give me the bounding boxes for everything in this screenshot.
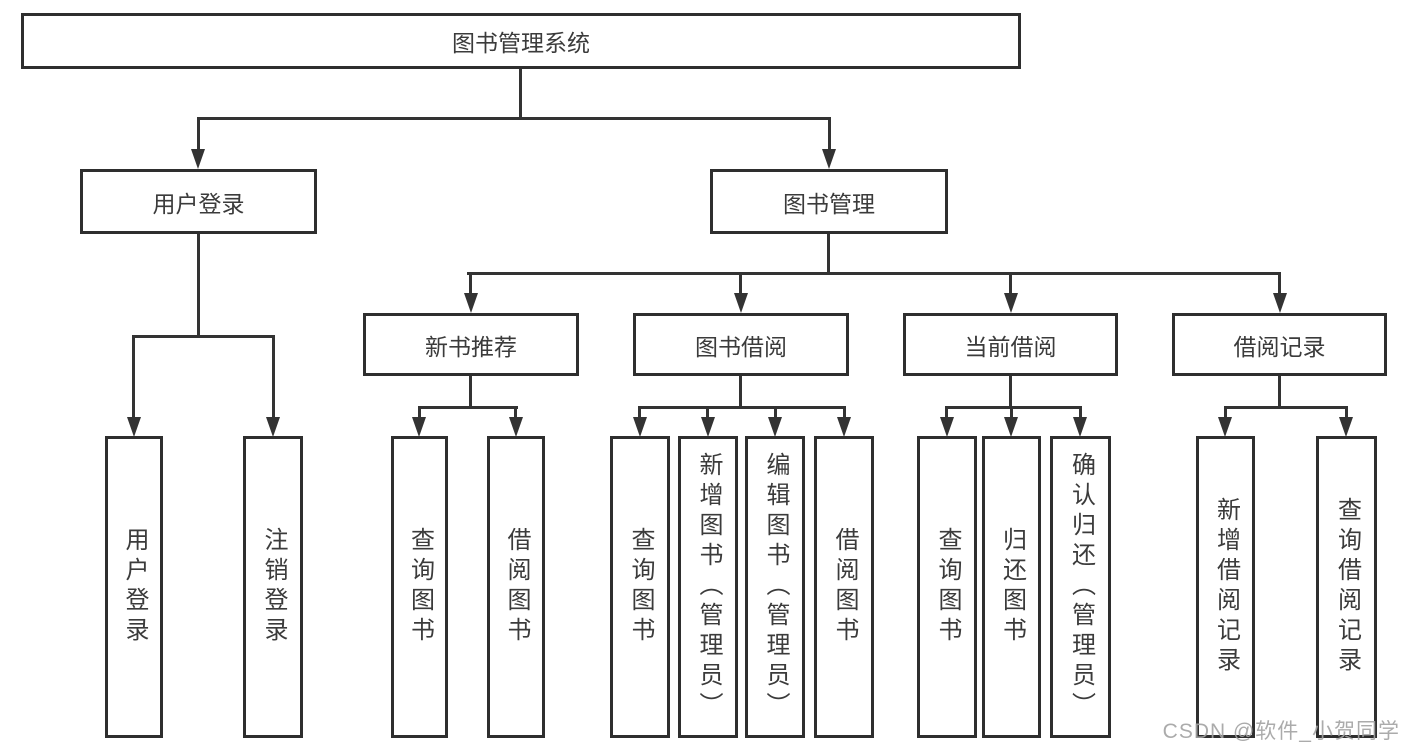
arrowhead-icon [266, 417, 280, 437]
arrowhead-icon [127, 417, 141, 437]
connector-line [469, 272, 472, 298]
node-user-login: 用户登录 [80, 169, 317, 234]
arrowhead-icon [509, 417, 523, 437]
connector-line [774, 406, 777, 420]
leaf-borrow-borrow: 借阅图书 [814, 436, 874, 738]
leaf-borrow-add: 新增图书（管理员） [678, 436, 738, 738]
connector-line [706, 406, 709, 420]
arrowhead-icon [701, 417, 715, 437]
node-borrow-record: 借阅记录 [1172, 313, 1387, 376]
connector-line [1345, 406, 1348, 420]
leaf-borrow-edit: 编辑图书（管理员） [745, 436, 805, 738]
connector-line [519, 69, 522, 119]
connector-line [945, 406, 948, 420]
leaf-logout: 注销登录 [243, 436, 303, 738]
connector-line [132, 335, 135, 421]
connector-line [132, 335, 275, 338]
arrowhead-icon [822, 149, 836, 169]
leaf-record-add-label: 新增借阅记录 [1212, 497, 1240, 677]
node-book-mgmt: 图书管理 [710, 169, 948, 234]
connector-line [739, 272, 742, 298]
arrowhead-icon [1218, 417, 1232, 437]
connector-line [1278, 376, 1281, 409]
leaf-record-query-label: 查询借阅记录 [1333, 497, 1361, 677]
leaf-user-login: 用户登录 [105, 436, 163, 738]
arrowhead-icon [1073, 417, 1087, 437]
leaf-logout-label: 注销登录 [260, 527, 287, 647]
leaf-current-confirm-label: 确认归还（管理员） [1067, 452, 1095, 722]
node-root-label: 图书管理系统 [452, 30, 590, 56]
node-current-borrow-label: 当前借阅 [964, 333, 1057, 360]
leaf-newbook-borrow-label: 借阅图书 [503, 527, 530, 647]
connector-line [1224, 406, 1227, 420]
leaf-newbook-query-label: 查询图书 [406, 527, 434, 647]
node-root: 图书管理系统 [21, 13, 1021, 69]
arrowhead-icon [734, 293, 748, 313]
leaf-borrow-add-label: 新增图书（管理员） [695, 452, 722, 722]
leaf-user-login-label: 用户登录 [121, 527, 148, 647]
arrowhead-icon [633, 417, 647, 437]
leaf-borrow-query-label: 查询图书 [627, 527, 654, 647]
connector-line [1224, 406, 1348, 409]
connector-line [739, 376, 742, 409]
connector-line [469, 376, 472, 409]
node-book-borrow-label: 图书借阅 [695, 333, 787, 360]
arrowhead-icon [1339, 417, 1353, 437]
connector-line [1079, 406, 1082, 420]
node-book-borrow: 图书借阅 [633, 313, 849, 376]
connector-line [467, 272, 1281, 275]
leaf-record-add: 新增借阅记录 [1196, 436, 1255, 738]
arrowhead-icon [191, 149, 205, 169]
node-new-book-label: 新书推荐 [425, 333, 517, 360]
connector-line [1009, 376, 1012, 409]
connector-line [828, 117, 831, 152]
connector-line [197, 117, 831, 120]
leaf-newbook-query: 查询图书 [391, 436, 448, 738]
connector-line [827, 234, 830, 274]
arrowhead-icon [1004, 417, 1018, 437]
node-user-login-label: 用户登录 [152, 190, 245, 217]
connector-line [1009, 272, 1012, 298]
connector-line [1010, 406, 1013, 420]
leaf-newbook-borrow: 借阅图书 [487, 436, 545, 738]
arrowhead-icon [1273, 293, 1287, 313]
node-current-borrow: 当前借阅 [903, 313, 1118, 376]
connector-line [638, 406, 641, 420]
node-new-book: 新书推荐 [363, 313, 579, 376]
connector-line [272, 335, 275, 421]
arrowhead-icon [412, 417, 426, 437]
connector-line [1278, 272, 1281, 298]
connector-line [197, 234, 200, 337]
leaf-current-query: 查询图书 [917, 436, 977, 738]
leaf-current-confirm: 确认归还（管理员） [1050, 436, 1111, 738]
arrowhead-icon [464, 293, 478, 313]
leaf-borrow-edit-label: 编辑图书（管理员） [762, 452, 789, 722]
arrowhead-icon [837, 417, 851, 437]
connector-line [418, 406, 518, 409]
csdn-watermark: CSDN @软件_小贺同学 [1162, 720, 1400, 743]
arrowhead-icon [1004, 293, 1018, 313]
leaf-current-return: 归还图书 [982, 436, 1041, 738]
leaf-borrow-borrow-label: 借阅图书 [831, 527, 858, 647]
leaf-record-query: 查询借阅记录 [1316, 436, 1377, 738]
connector-line [418, 406, 421, 420]
leaf-current-query-label: 查询图书 [934, 527, 961, 647]
node-borrow-record-label: 借阅记录 [1233, 333, 1326, 360]
connector-line [638, 406, 846, 409]
connector-line [843, 406, 846, 420]
leaf-borrow-query: 查询图书 [610, 436, 670, 738]
leaf-current-return-label: 归还图书 [998, 527, 1026, 647]
node-book-mgmt-label: 图书管理 [783, 190, 875, 217]
arrowhead-icon [940, 417, 954, 437]
connector-line [514, 406, 517, 420]
arrowhead-icon [768, 417, 782, 437]
connector-line [945, 406, 1082, 409]
connector-line [197, 117, 200, 152]
